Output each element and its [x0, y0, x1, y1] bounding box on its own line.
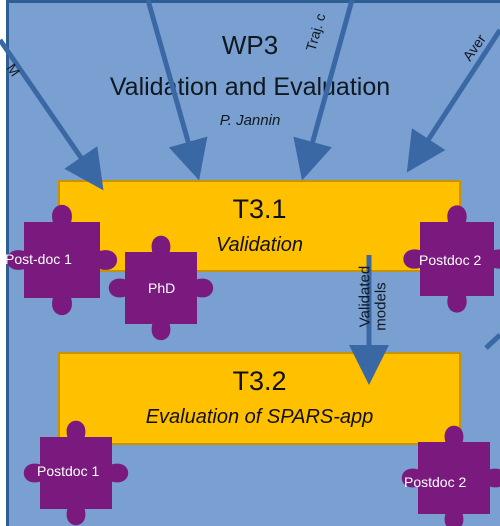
wp3-subtitle: Validation and Evaluation	[109, 73, 391, 101]
piece-label: Postdoc 1	[37, 463, 99, 479]
task-box-t32: T3.2 Evaluation of SPARS-app	[58, 352, 461, 445]
task-id: T3.1	[232, 194, 287, 224]
puzzle-piece-postdoc1-t31: Post-doc 1	[5, 204, 118, 316]
puzzle-piece-postdoc1-t32: Postdoc 1	[23, 420, 129, 526]
wp3-title: WP3	[221, 30, 279, 60]
incoming-arrow	[406, 28, 500, 173]
incoming-arrow	[293, 0, 355, 181]
puzzle-piece-postdoc2-t32: Postdoc 2	[401, 425, 500, 526]
incoming-arrow	[0, 38, 104, 191]
arrow-label-aver: Aver	[459, 31, 489, 64]
puzzle-piece-postdoc2-t31: Postdoc 2	[403, 205, 500, 313]
piece-label: Postdoc 2	[419, 252, 481, 268]
piece-label: Postdoc 2	[404, 474, 466, 490]
puzzle-piece-phd: PhD	[108, 235, 214, 341]
task-name: Evaluation of SPARS-app	[145, 406, 374, 428]
flow-label-validated: Validated	[356, 265, 374, 328]
piece-label: Post-doc 1	[5, 251, 72, 267]
flow-label-models: models	[372, 282, 390, 331]
incoming-arrow	[484, 333, 500, 350]
arrow-label-left: M	[4, 61, 24, 80]
task-name: Validation	[215, 234, 304, 256]
task-id: T3.2	[232, 366, 287, 396]
piece-label: PhD	[148, 280, 175, 296]
incoming-arrow	[145, 0, 208, 181]
arrow-label-traj: Traj. c	[303, 12, 329, 53]
wp3-author: P. Jannin	[219, 112, 281, 129]
